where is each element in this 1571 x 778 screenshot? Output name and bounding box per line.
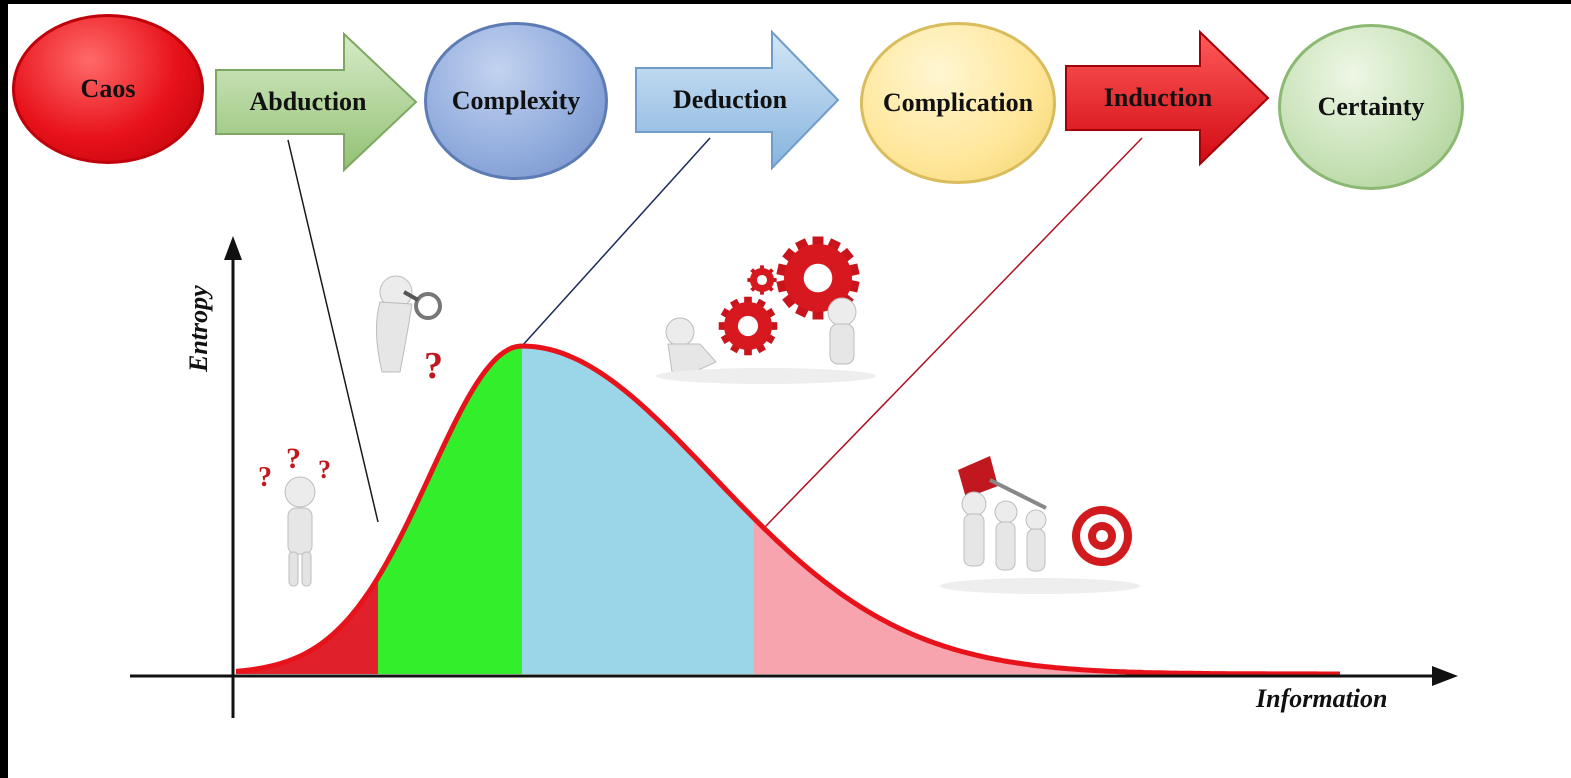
gear-large-icon bbox=[776, 236, 860, 320]
induction-arrow bbox=[1065, 29, 1270, 167]
svg-text:?: ? bbox=[258, 462, 272, 493]
caos-node: Caos bbox=[12, 14, 204, 164]
certainty-label: Certainty bbox=[1317, 92, 1425, 121]
induction-label: Induction bbox=[1103, 83, 1213, 112]
abduction-leader-line bbox=[287, 139, 379, 523]
curve-region-4 bbox=[754, 518, 1340, 674]
entropy-curve bbox=[235, 343, 1340, 677]
confused-person-icon: ? ? ? bbox=[258, 442, 331, 587]
complexity-label: Complexity bbox=[451, 86, 581, 115]
curve-regions bbox=[236, 346, 1340, 674]
gear-small-icon bbox=[747, 265, 777, 295]
x-axis-arrowhead bbox=[1432, 666, 1458, 686]
deduction-leader-line bbox=[521, 137, 711, 347]
svg-text:?: ? bbox=[318, 455, 331, 484]
induction-leader-line bbox=[763, 137, 1143, 529]
curve-region-3 bbox=[522, 346, 754, 674]
caos-label: Caos bbox=[80, 74, 136, 103]
abduction-arrow bbox=[215, 31, 418, 173]
gear-medium-icon bbox=[718, 296, 778, 356]
x-axis-label: Information bbox=[1256, 684, 1388, 713]
svg-text:?: ? bbox=[424, 345, 443, 387]
searching-person-icon: ? bbox=[375, 275, 443, 387]
target-people-icon bbox=[940, 456, 1140, 594]
svg-text:?: ? bbox=[286, 442, 301, 475]
complication-node: Complication bbox=[860, 22, 1056, 184]
complication-label: Complication bbox=[882, 88, 1034, 117]
certainty-node: Certainty bbox=[1278, 24, 1464, 190]
gears-people-icon bbox=[656, 236, 876, 384]
y-axis-label: Entropy bbox=[184, 285, 213, 372]
y-axis-arrowhead bbox=[224, 236, 242, 260]
abduction-label: Abduction bbox=[249, 87, 367, 116]
complexity-node: Complexity bbox=[424, 22, 608, 180]
curve-region-1 bbox=[236, 577, 378, 674]
deduction-arrow bbox=[635, 29, 840, 171]
curve-region-2 bbox=[378, 346, 522, 674]
deduction-label: Deduction bbox=[672, 85, 788, 114]
